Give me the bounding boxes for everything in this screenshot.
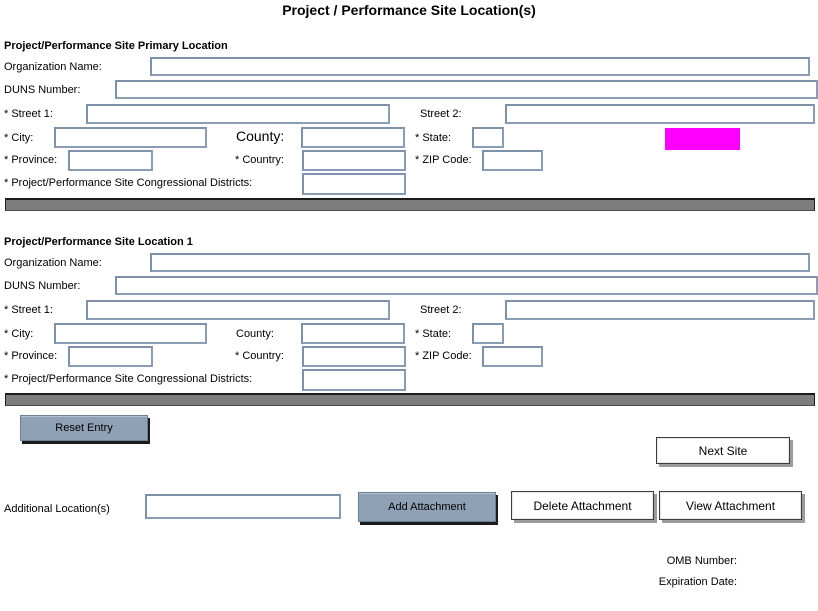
- street2-label: Street 2:: [420, 304, 462, 316]
- loc1-country-input[interactable]: [302, 346, 406, 367]
- loc1-city-input[interactable]: [54, 323, 207, 344]
- primary-state-input[interactable]: [472, 127, 504, 148]
- additional-locations-input[interactable]: [145, 494, 341, 519]
- primary-duns-number-input[interactable]: [115, 80, 818, 99]
- state-label: * State:: [415, 328, 452, 340]
- add-attachment-button[interactable]: Add Attachment: [358, 492, 496, 522]
- loc1-state-input[interactable]: [472, 323, 504, 344]
- city-label: * City:: [4, 328, 34, 340]
- street2-label: Street 2:: [420, 108, 462, 120]
- primary-location-section: Project/Performance Site Primary Locatio…: [0, 40, 818, 212]
- delete-attachment-button[interactable]: Delete Attachment: [511, 491, 654, 520]
- section-divider: [5, 198, 815, 211]
- loc1-street1-input[interactable]: [86, 300, 390, 320]
- loc1-street2-input[interactable]: [505, 300, 815, 320]
- primary-street2-input[interactable]: [505, 104, 815, 124]
- section-divider: [5, 393, 815, 406]
- loc1-province-input[interactable]: [68, 346, 153, 367]
- location-1-section: Project/Performance Site Location 1 Orga…: [0, 236, 818, 408]
- county-label: County:: [236, 128, 285, 144]
- loc1-organization-name-input[interactable]: [150, 253, 810, 272]
- primary-county-input[interactable]: [301, 127, 405, 148]
- primary-country-input[interactable]: [302, 150, 406, 171]
- loc1-zip-code-input[interactable]: [482, 346, 543, 367]
- organization-name-label: Organization Name:: [4, 257, 102, 269]
- loc1-county-input[interactable]: [301, 323, 405, 344]
- loc1-duns-number-input[interactable]: [115, 276, 818, 295]
- view-attachment-button[interactable]: View Attachment: [659, 491, 802, 520]
- state-label: * State:: [415, 132, 452, 144]
- zip-code-label: * ZIP Code:: [415, 350, 472, 362]
- province-label: * Province:: [4, 350, 58, 362]
- primary-city-input[interactable]: [54, 127, 207, 148]
- primary-street1-input[interactable]: [86, 104, 390, 124]
- highlight-box: [665, 128, 740, 150]
- congressional-districts-label: * Project/Performance Site Congressional…: [4, 373, 253, 385]
- duns-number-label: DUNS Number:: [4, 280, 81, 292]
- loc1-congressional-districts-input[interactable]: [302, 369, 406, 391]
- province-label: * Province:: [4, 154, 58, 166]
- section-header-location-1: Project/Performance Site Location 1: [4, 236, 193, 248]
- zip-code-label: * ZIP Code:: [415, 154, 472, 166]
- city-label: * City:: [4, 132, 34, 144]
- country-label: * Country:: [235, 350, 284, 362]
- section-header-primary: Project/Performance Site Primary Locatio…: [4, 40, 228, 52]
- county-label: County:: [236, 328, 274, 340]
- reset-entry-button[interactable]: Reset Entry: [20, 415, 148, 441]
- primary-zip-code-input[interactable]: [482, 150, 543, 171]
- street1-label: * Street 1:: [4, 304, 53, 316]
- primary-province-input[interactable]: [68, 150, 153, 171]
- additional-locations-label: Additional Location(s): [4, 503, 110, 515]
- next-site-button[interactable]: Next Site: [656, 437, 790, 464]
- duns-number-label: DUNS Number:: [4, 84, 81, 96]
- primary-congressional-districts-input[interactable]: [302, 173, 406, 195]
- street1-label: * Street 1:: [4, 108, 53, 120]
- page-title: Project / Performance Site Location(s): [282, 2, 536, 18]
- omb-number-label: OMB Number:: [666, 555, 737, 567]
- country-label: * Country:: [235, 154, 284, 166]
- expiration-date-label: Expiration Date:: [658, 576, 737, 588]
- congressional-districts-label: * Project/Performance Site Congressional…: [4, 177, 253, 189]
- organization-name-label: Organization Name:: [4, 61, 102, 73]
- primary-organization-name-input[interactable]: [150, 57, 810, 76]
